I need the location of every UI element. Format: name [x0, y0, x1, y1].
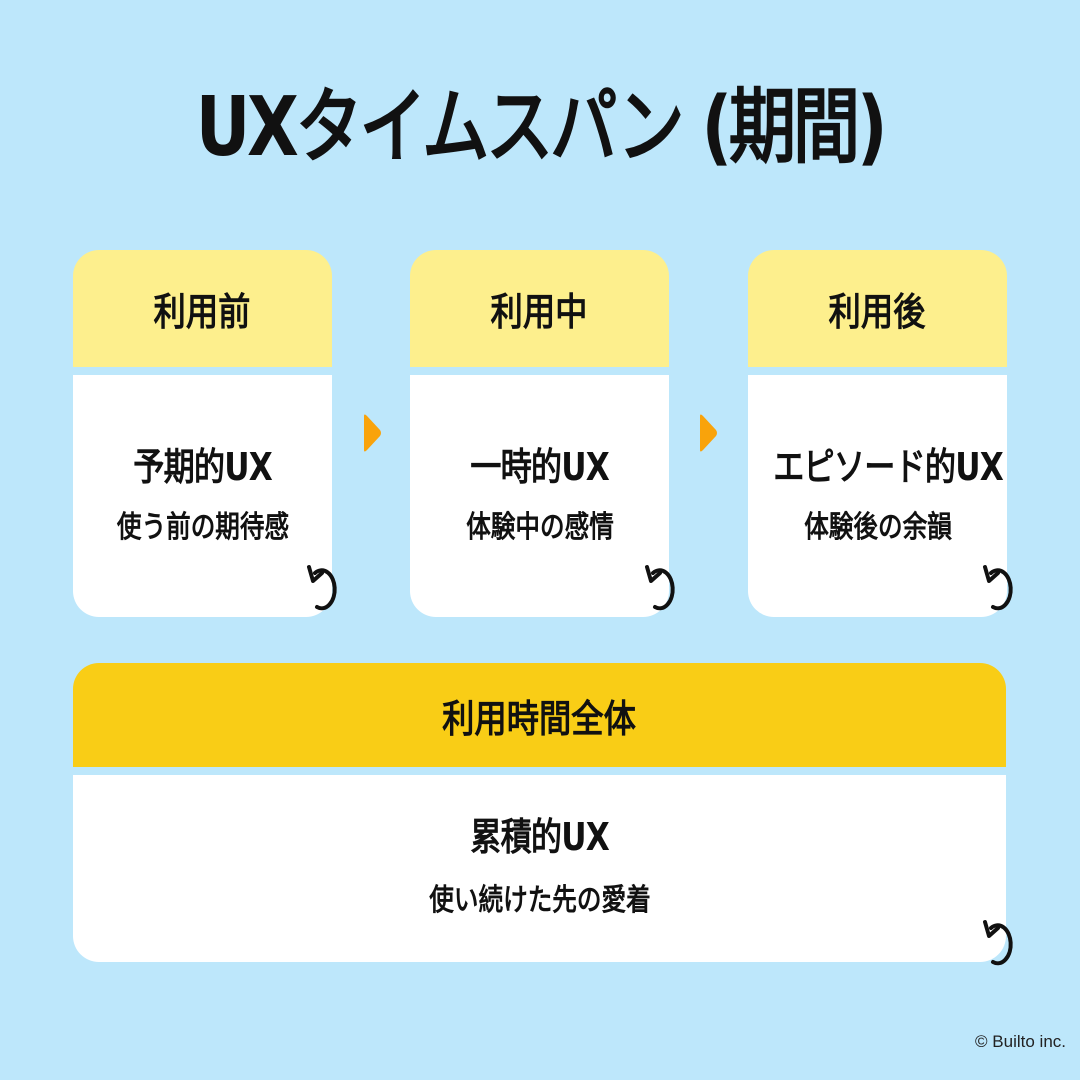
ux-description: 使う前の期待感: [116, 510, 289, 545]
overall-header: 利用時間全体: [73, 663, 1006, 767]
stage-card-before-use: 利用前 予期的UX 使う前の期待感: [73, 250, 332, 617]
overall-card: 利用時間全体 累積的UX 使い続けた先の愛着: [73, 663, 1006, 962]
stage-body: 一時的UX 体験中の感情: [410, 375, 669, 617]
loop-arrow-icon: [307, 565, 337, 611]
page-title: UXタイムスパン (期間): [195, 80, 888, 175]
stage-body: 予期的UX 使う前の期待感: [73, 375, 332, 617]
stage-header-label: 利用中: [491, 290, 588, 334]
loop-arrow-icon: [983, 920, 1013, 966]
ux-description: 体験中の感情: [465, 510, 614, 545]
flow-arrow-icon: [364, 414, 381, 452]
stage-header-label: 利用前: [154, 290, 251, 334]
loop-arrow-icon: [645, 565, 675, 611]
loop-arrow-icon: [983, 565, 1013, 611]
stage-header-label: 利用後: [829, 290, 926, 334]
stage-header: 利用中: [410, 250, 669, 367]
ux-type-label: 予期的UX: [133, 445, 273, 489]
stage-header: 利用前: [73, 250, 332, 367]
copyright: © Builto inc.: [975, 1032, 1066, 1051]
ux-type-label: 累積的UX: [470, 815, 610, 859]
overall-body: 累積的UX 使い続けた先の愛着: [73, 775, 1006, 962]
ux-description: 使い続けた先の愛着: [428, 883, 651, 918]
ux-description: 体験後の余韻: [803, 510, 952, 545]
stage-header: 利用後: [748, 250, 1007, 367]
stage-card-during-use: 利用中 一時的UX 体験中の感情: [410, 250, 669, 617]
overall-header-label: 利用時間全体: [442, 696, 637, 741]
ux-type-label: 一時的UX: [470, 445, 610, 489]
stage-body: エピソード的UX 体験後の余韻: [748, 375, 1007, 617]
ux-type-label: エピソード的UX: [773, 445, 1004, 489]
flow-arrow-icon: [700, 414, 717, 452]
stage-card-after-use: 利用後 エピソード的UX 体験後の余韻: [748, 250, 1007, 617]
